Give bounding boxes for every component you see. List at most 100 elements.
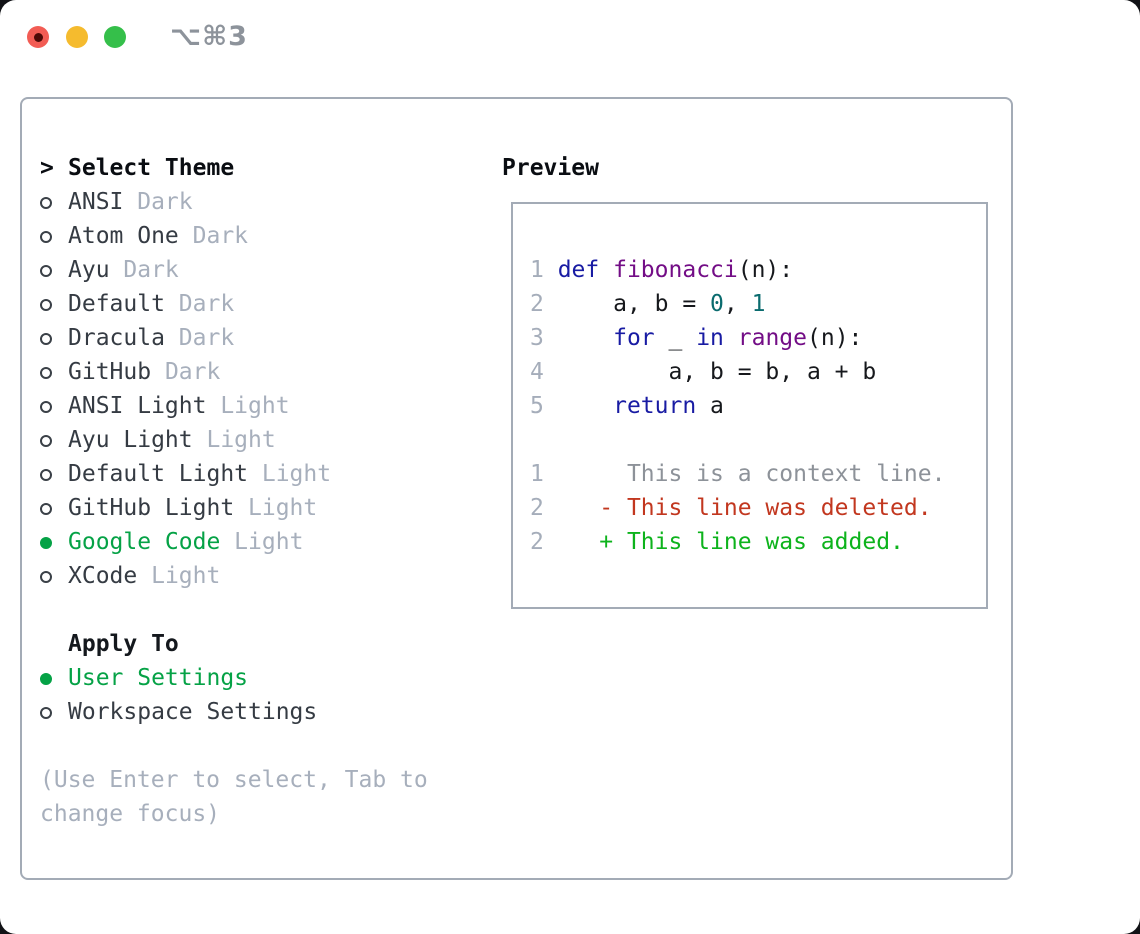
theme-item-atom-one[interactable]: Atom One Dark <box>40 219 490 253</box>
theme-variant: Light <box>206 393 290 419</box>
theme-variant: Dark <box>164 325 235 351</box>
spacer <box>40 593 490 627</box>
code-segment-kw: return <box>613 393 697 419</box>
apply-to-header: Apply To <box>40 627 490 661</box>
code-segment-pln: _ <box>654 325 697 351</box>
code-segment-kw: for <box>613 325 655 351</box>
radio-icon <box>40 321 68 355</box>
code-line <box>530 423 945 457</box>
code-line: 1 def fibonacci(n): <box>530 253 945 287</box>
apply-option-label: User Settings <box>68 665 249 691</box>
radio-icon <box>40 457 68 491</box>
keyboard-hint: (Use Enter to select, Tab to change focu… <box>40 767 428 827</box>
theme-variant: Light <box>220 529 304 555</box>
code-segment-kw: def <box>557 257 600 283</box>
close-button[interactable] <box>27 26 49 48</box>
theme-name: GitHub <box>68 359 152 385</box>
theme-item-ansi[interactable]: ANSI Dark <box>40 185 490 219</box>
window-shortcut-label: ⌥⌘3 <box>170 21 248 52</box>
theme-item-ansi-light[interactable]: ANSI Light Light <box>40 389 490 423</box>
theme-name: XCode <box>68 563 138 589</box>
radio-circle <box>40 367 52 379</box>
theme-name: Ayu <box>68 257 110 283</box>
apply-option-user-settings[interactable]: User Settings <box>40 661 490 695</box>
theme-name: ANSI Light <box>68 393 207 419</box>
theme-item-google-code[interactable]: Google Code Light <box>40 525 490 559</box>
apply-option-label: Workspace Settings <box>68 699 318 725</box>
theme-item-xcode[interactable]: XCode Light <box>40 559 490 593</box>
theme-variant: Light <box>248 461 332 487</box>
theme-variant: Light <box>137 563 221 589</box>
theme-item-default-light[interactable]: Default Light Light <box>40 457 490 491</box>
radio-icon <box>40 491 68 525</box>
radio-circle <box>40 435 52 447</box>
theme-item-github-light[interactable]: GitHub Light Light <box>40 491 490 525</box>
zoom-button[interactable] <box>104 26 126 48</box>
theme-variant: Light <box>192 427 276 453</box>
theme-item-dracula[interactable]: Dracula Dark <box>40 321 490 355</box>
code-segment-pln <box>599 257 613 283</box>
code-line: 2 + This line was added. <box>530 525 945 559</box>
code-line: 5 return a <box>530 389 945 423</box>
radio-icon <box>40 389 68 423</box>
theme-item-default[interactable]: Default Dark <box>40 287 490 321</box>
theme-name: Atom One <box>68 223 179 249</box>
apply-option-workspace-settings[interactable]: Workspace Settings <box>40 695 490 729</box>
line-number: 2 <box>530 291 558 317</box>
code-segment-pln: a <box>696 393 724 419</box>
code-line: 1 This is a context line. <box>530 457 945 491</box>
radio-icon <box>40 559 68 593</box>
line-number: 4 <box>530 359 558 385</box>
theme-name: Ayu Light <box>68 427 193 453</box>
radio-icon <box>40 253 68 287</box>
radio-selected-icon <box>40 525 68 559</box>
theme-item-github[interactable]: GitHub Dark <box>40 355 490 389</box>
code-segment-num: 0 <box>710 291 724 317</box>
radio-icon <box>40 695 68 729</box>
code-segment-pln: , <box>723 291 752 317</box>
code-line: 2 a, b = 0, 1 <box>530 287 945 321</box>
titlebar: ⌥⌘3 <box>0 0 1140 74</box>
code-segment-del: - This line was deleted. <box>599 495 932 521</box>
theme-list-title: Select Theme <box>68 155 235 181</box>
theme-name: Default <box>68 291 165 317</box>
radio-circle <box>40 333 52 345</box>
radio-icon <box>40 185 68 219</box>
line-number: 5 <box>530 393 558 419</box>
theme-name: Google Code <box>68 529 221 555</box>
line-number: 1 <box>530 461 558 487</box>
theme-item-ayu[interactable]: Ayu Dark <box>40 253 490 287</box>
radio-selected-icon <box>40 661 68 695</box>
theme-item-ayu-light[interactable]: Ayu Light Light <box>40 423 490 457</box>
code-segment-fn: range <box>737 325 807 351</box>
radio-circle <box>40 469 52 481</box>
theme-name: ANSI <box>68 189 124 215</box>
code-segment-pln <box>724 325 738 351</box>
code-segment-pln: a, b = <box>557 291 711 317</box>
code-segment-pln <box>558 495 600 521</box>
theme-variant: Light <box>234 495 318 521</box>
radio-icon <box>40 355 68 389</box>
theme-variant: Dark <box>151 359 221 385</box>
radio-circle <box>40 265 52 277</box>
code-line: 2 - This line was deleted. <box>530 491 945 525</box>
radio-circle <box>40 197 52 209</box>
radio-circle <box>40 401 52 413</box>
code-segment-pln: (n): <box>737 257 794 283</box>
radio-circle <box>40 231 52 243</box>
minimize-button[interactable] <box>66 26 88 48</box>
preview-title: Preview <box>502 155 599 181</box>
theme-name: GitHub Light <box>68 495 235 521</box>
radio-circle <box>40 707 52 719</box>
theme-name: Default Light <box>68 461 249 487</box>
radio-circle <box>40 299 52 311</box>
radio-circle <box>40 503 52 515</box>
line-number: 1 <box>530 257 558 283</box>
